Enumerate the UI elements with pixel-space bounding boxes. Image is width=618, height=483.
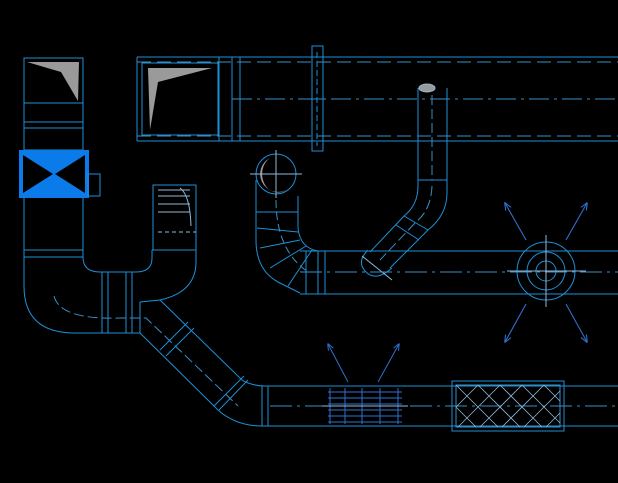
filter-box [451, 380, 565, 432]
segmented-elbow [250, 150, 319, 294]
supply-grille [322, 344, 408, 424]
duct-grey-corner-icon [148, 68, 212, 130]
diffuser-round [507, 235, 586, 307]
round-elbow-riser [361, 83, 448, 281]
horizontal-duct-top [136, 56, 618, 142]
flange-top [311, 45, 324, 152]
butterfly-damper [19, 150, 101, 198]
diffuser-airflow-arrows [505, 203, 587, 342]
louver-grille [152, 184, 197, 251]
duct-grey-corner-icon [27, 62, 79, 101]
